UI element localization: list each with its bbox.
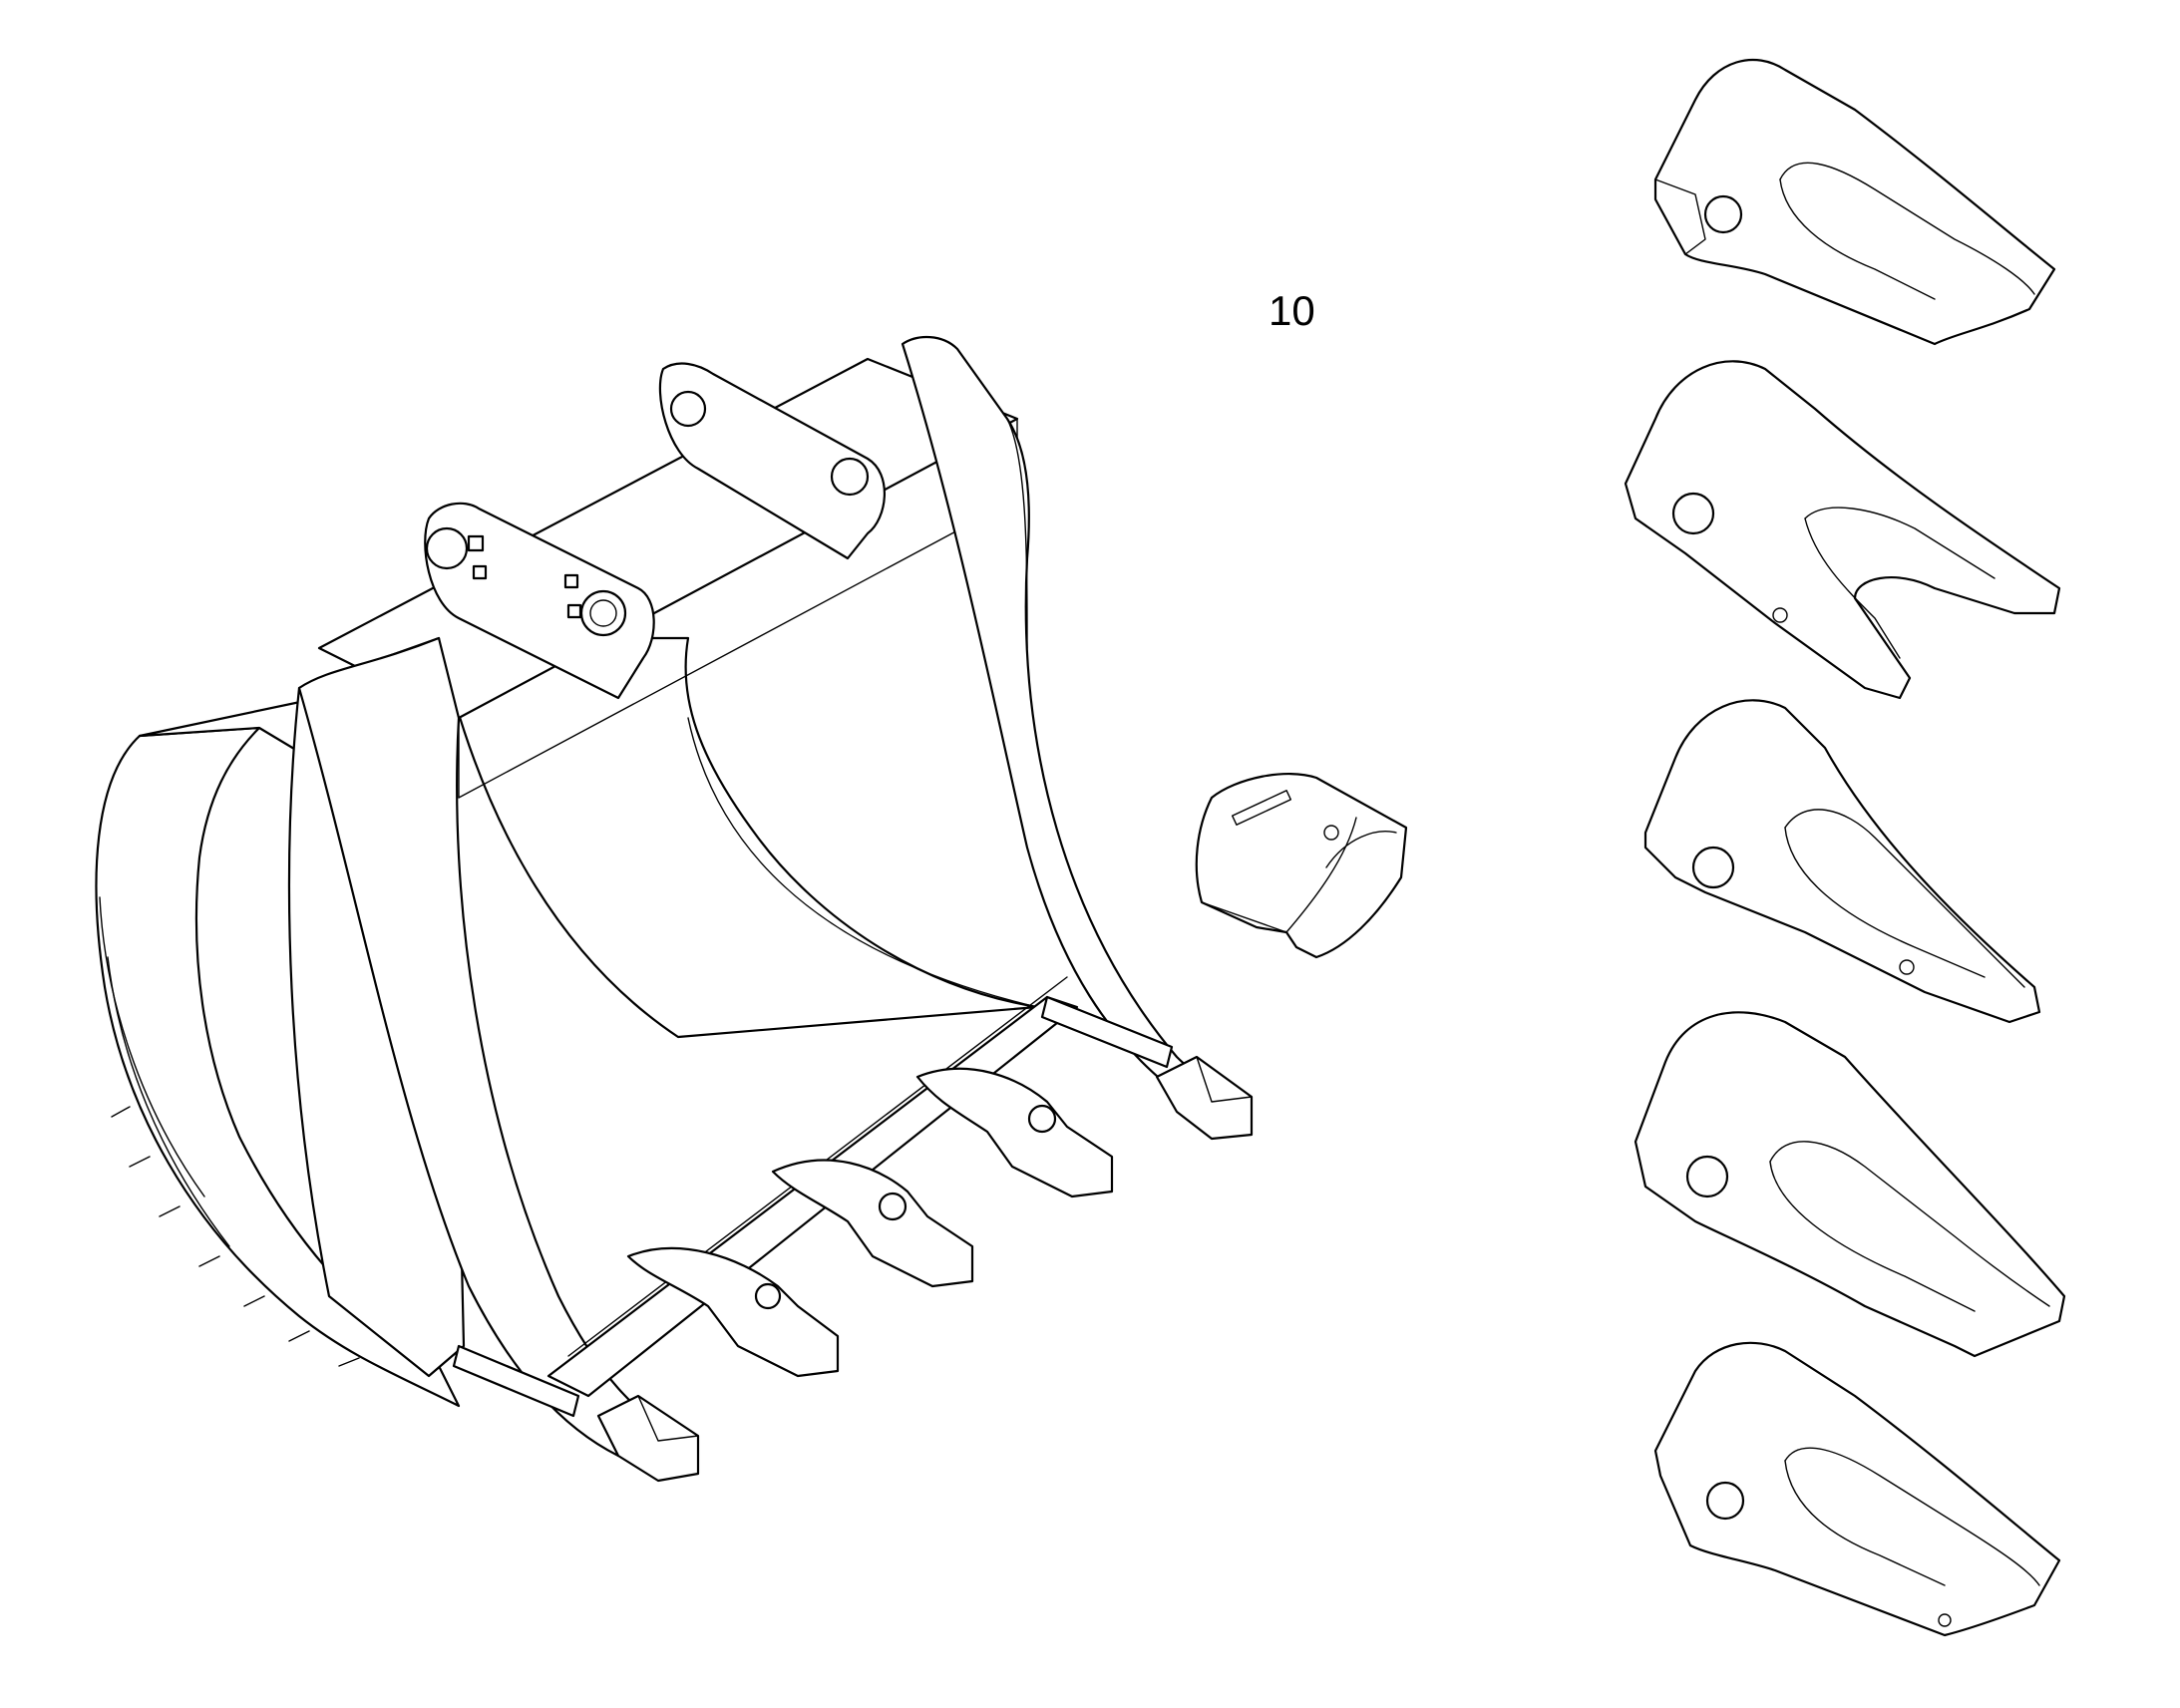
cover-body <box>1195 772 1408 959</box>
excavator-bucket-icon <box>95 335 1254 1483</box>
pin-hole-icon <box>579 589 627 637</box>
bucket-tooth-3 <box>771 1159 974 1288</box>
bucket-tooth-2 <box>626 1246 840 1378</box>
tooth-variant-2 <box>1624 360 2061 700</box>
pin-hole-icon <box>830 457 870 497</box>
bucket-tooth-icon <box>1624 58 2066 1637</box>
bucket-inner-floor <box>437 636 1039 1039</box>
tooth-variant-4 <box>1634 1011 2066 1358</box>
tooth-cover-icon <box>1195 772 1408 959</box>
tooth-variant-3 <box>1643 699 2041 1024</box>
pin-hole-icon <box>669 390 707 428</box>
right-mount-bracket <box>658 362 886 560</box>
tooth-variant-5 <box>1653 1341 2061 1637</box>
bucket-tooth-4 <box>915 1067 1114 1198</box>
bucket-tooth-right <box>1155 1055 1254 1141</box>
tooth-variant-1 <box>1653 58 2056 346</box>
bucket-left-shell <box>95 726 461 1408</box>
left-mount-bracket <box>424 502 655 700</box>
callout-label: 10 <box>1269 287 1315 334</box>
pin-hole-icon <box>425 526 469 570</box>
bucket-tooth-left <box>596 1394 700 1483</box>
